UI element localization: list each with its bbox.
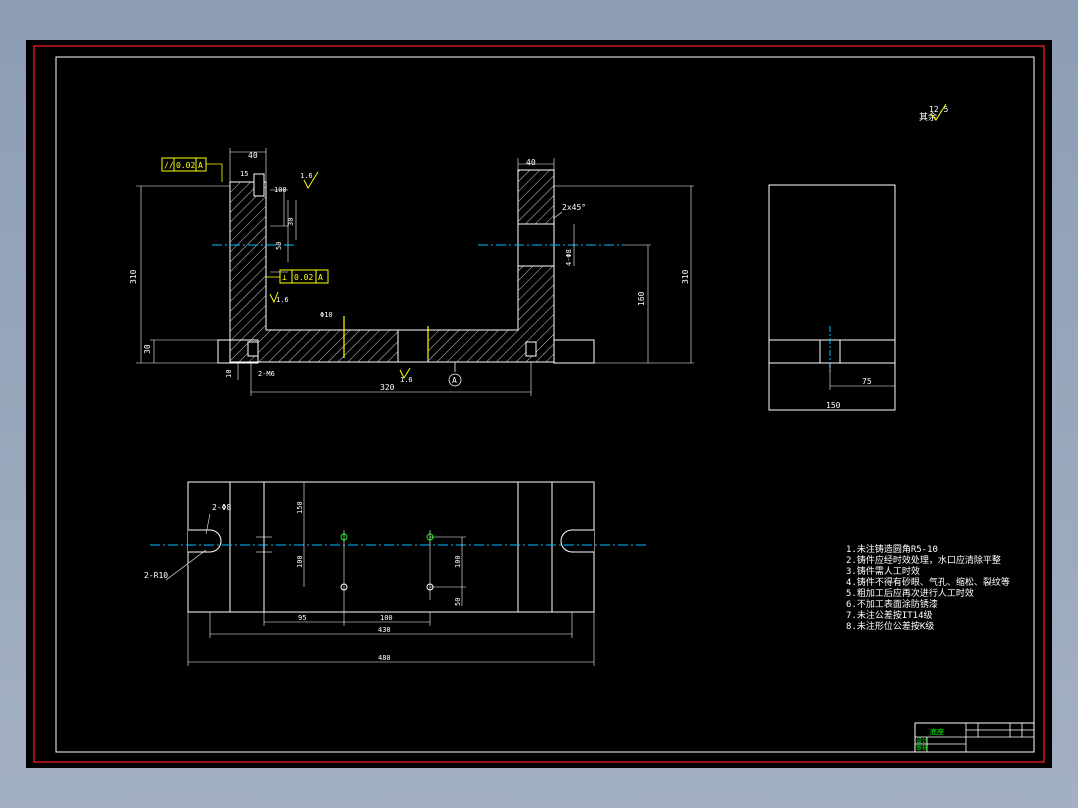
top-dim-w4: 480 [378, 654, 391, 662]
roughness-note-label: 其余 [919, 111, 937, 123]
parallel-value: 0.02 [176, 161, 195, 170]
note-2: 2.铸件应经时效处理，水口应清除平整 [846, 554, 1001, 566]
dim-d3: 50 [275, 242, 283, 250]
roughness-note: 其余 12.5 [919, 103, 948, 123]
roughness-mark-wall: 1.6 [269, 291, 289, 304]
svg-text:1.6: 1.6 [400, 376, 413, 384]
note-8: 8.未注形位公差按K级 [846, 620, 934, 632]
title-block[interactable]: 底座 设计 审核 [914, 722, 1035, 753]
title-block-row1: 设计 [916, 737, 928, 745]
dim-d4: 30 [287, 218, 295, 226]
roughness-mark-top: 1.6 [300, 171, 319, 190]
top-dim-h3: 100 [454, 555, 462, 568]
parallel-tolerance-frame: // 0.02 A [161, 157, 223, 182]
dim-hole3: Φ10 [320, 311, 333, 319]
dim-right-height: 310 [681, 269, 690, 284]
dim-hole1: 4-Φ8 [565, 249, 573, 266]
svg-text:1.6: 1.6 [300, 172, 313, 180]
dim-chamfer: 2x45° [562, 203, 586, 212]
note-4: 4.铸件不得有砂眼、气孔、缩松、裂纹等 [846, 576, 1010, 588]
perpendicular-value: 0.02 [294, 273, 313, 282]
base-flange-right [553, 339, 595, 364]
dim-inner-height: 160 [637, 291, 646, 306]
drawing-canvas[interactable]: 其余 12.5 [26, 40, 1052, 768]
perpendicular-symbol: ⊥ [282, 273, 287, 282]
note-6: 6.不加工表面涂防锈漆 [846, 598, 938, 610]
top-dim-h1: 150 [296, 501, 304, 514]
title-block-row2: 审核 [916, 744, 928, 752]
top-dim-h4: 50 [454, 598, 462, 606]
dim-d1: 15 [240, 170, 248, 178]
front-view: 40 40 310 310 160 30 320 15 100 50 30 2x… [129, 148, 694, 396]
datum-a-symbol: A [448, 362, 462, 387]
outer-red-border [33, 45, 1045, 763]
perpendicular-tolerance-frame: ⊥ 0.02 A [266, 269, 329, 284]
note-1: 1.未注铸造圆角R5-10 [846, 543, 938, 555]
top-view: 150 100 100 50 95 100 430 480 2-Φ8 [144, 481, 648, 666]
dim-top-right-width: 40 [526, 158, 536, 167]
dim-left-height: 310 [129, 269, 138, 284]
note-7: 7.未注公差按IT14级 [846, 609, 933, 621]
side-view: 75 150 [768, 184, 896, 411]
title-block-name: 底座 [930, 727, 944, 736]
perpendicular-datum: A [318, 273, 323, 282]
parallel-datum: A [198, 161, 203, 170]
technical-notes: 1.未注铸造圆角R5-10 2.铸件应经时效处理，水口应清除平整 3.铸件需人工… [846, 543, 1010, 632]
side-dim-width: 150 [826, 401, 841, 410]
side-dim-inner: 75 [862, 377, 872, 386]
dim-top-left-width: 40 [248, 151, 258, 160]
dim-bottom-height: 30 [143, 344, 152, 354]
parallel-symbol: // [164, 161, 174, 170]
note-5: 5.粗加工后应再次进行人工时效 [846, 587, 974, 599]
svg-text:1.6: 1.6 [276, 296, 289, 304]
dim-hole2: 2-M6 [258, 370, 275, 378]
drawing-svg: 其余 12.5 [33, 45, 1045, 763]
roughness-note-value: 12.5 [929, 105, 948, 114]
dim-d2: 100 [274, 186, 287, 194]
top-label-2-phi8: 2-Φ8 [212, 503, 231, 512]
dim-span: 320 [380, 383, 395, 392]
datum-a-label: A [452, 376, 457, 385]
note-3: 3.铸件需人工时效 [846, 565, 920, 577]
top-dim-w3: 430 [378, 626, 391, 634]
top-dim-w2: 100 [380, 614, 393, 622]
top-label-2-r10: 2-R10 [144, 571, 168, 580]
top-dim-w1: 95 [298, 614, 306, 622]
front-view-body [229, 169, 555, 363]
inner-frame [55, 56, 1035, 753]
dim-small: 10 [225, 370, 233, 378]
roughness-mark-bottom: 1.6 [399, 367, 413, 384]
top-dim-h2: 100 [296, 555, 304, 568]
